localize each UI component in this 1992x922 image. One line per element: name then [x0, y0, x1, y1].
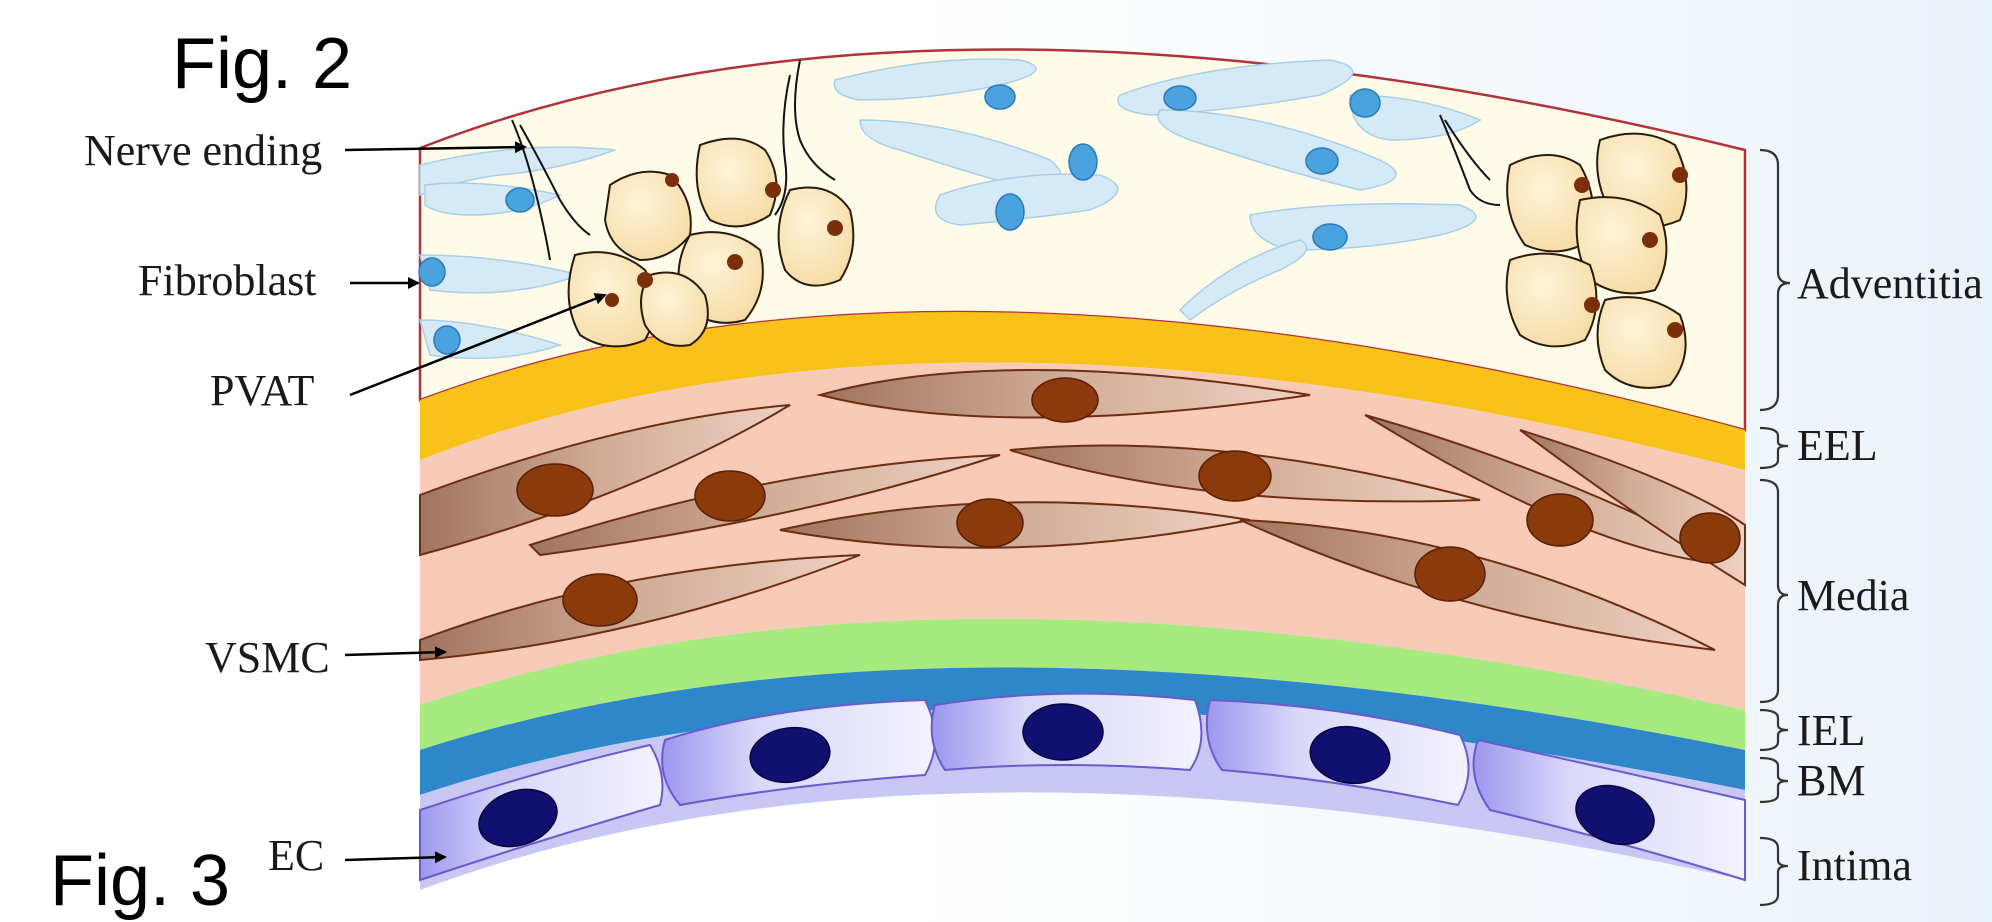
label-vsmc: VSMC: [205, 633, 330, 682]
pvat-nucleus: [1642, 232, 1658, 248]
bracket-intima: [1760, 838, 1788, 905]
fibroblast-nucleus: [506, 188, 534, 212]
pvat-nucleus: [727, 254, 743, 270]
vsmc-nucleus: [563, 574, 637, 626]
bracket-iel: [1760, 710, 1788, 750]
pvat-nucleus: [1667, 322, 1683, 338]
fibroblast-nucleus: [419, 258, 445, 286]
label-iel: IEL: [1797, 706, 1865, 755]
label-media: Media: [1797, 571, 1909, 620]
vsmc-nucleus: [1527, 494, 1593, 546]
label-nerve-ending: Nerve ending: [84, 126, 322, 175]
pvat-cell: [605, 172, 691, 260]
vsmc-nucleus: [1032, 378, 1098, 422]
pvat-cell: [1507, 254, 1597, 347]
ec-nucleus: [1023, 704, 1103, 760]
label-intima: Intima: [1797, 841, 1912, 890]
pvat-cell: [1598, 297, 1686, 388]
fibroblast-nucleus: [1313, 224, 1347, 250]
pvat-cell: [779, 188, 854, 286]
pvat-nucleus: [827, 220, 843, 236]
figure-label-top: Fig. 2: [172, 24, 352, 104]
label-ec: EC: [268, 831, 324, 880]
bracket-eel: [1760, 428, 1788, 468]
vsmc-nucleus: [695, 471, 765, 521]
vsmc-nucleus: [517, 464, 593, 516]
label-adventitia: Adventitia: [1797, 259, 1983, 308]
pvat-nucleus: [665, 173, 679, 187]
label-bm: BM: [1797, 756, 1865, 805]
fibroblast-nucleus: [1069, 144, 1097, 180]
vsmc-nucleus: [1415, 547, 1485, 601]
label-eel: EEL: [1797, 421, 1878, 470]
bracket-adventitia: [1760, 150, 1790, 410]
fibroblast-nucleus: [996, 194, 1024, 230]
vsmc-nucleus: [1680, 513, 1740, 563]
label-fibroblast: Fibroblast: [138, 256, 316, 305]
pvat-cell: [697, 139, 777, 227]
vsmc-nucleus: [957, 499, 1023, 547]
bracket-media: [1760, 480, 1788, 702]
pvat-nucleus: [1672, 167, 1688, 183]
pvat-nucleus: [605, 293, 619, 307]
fibroblast-nucleus: [1350, 89, 1380, 117]
right-brackets: [1760, 150, 1790, 905]
fibroblast-nucleus: [1306, 148, 1338, 174]
pvat-nucleus: [765, 182, 781, 198]
right-labels: Adventitia EEL Media IEL BM Intima: [1797, 259, 1983, 890]
pvat-nucleus: [1584, 297, 1600, 313]
pvat-nucleus: [637, 272, 653, 288]
label-pvat: PVAT: [210, 366, 314, 415]
figure-label-bottom: Fig. 3: [50, 841, 230, 921]
bracket-bm: [1760, 758, 1788, 802]
fibroblast-nucleus: [434, 326, 460, 354]
fibroblast-nucleus: [1164, 86, 1196, 110]
fibroblast-nucleus: [985, 85, 1015, 109]
pvat-nucleus: [1574, 177, 1590, 193]
vsmc-nucleus: [1199, 451, 1271, 501]
